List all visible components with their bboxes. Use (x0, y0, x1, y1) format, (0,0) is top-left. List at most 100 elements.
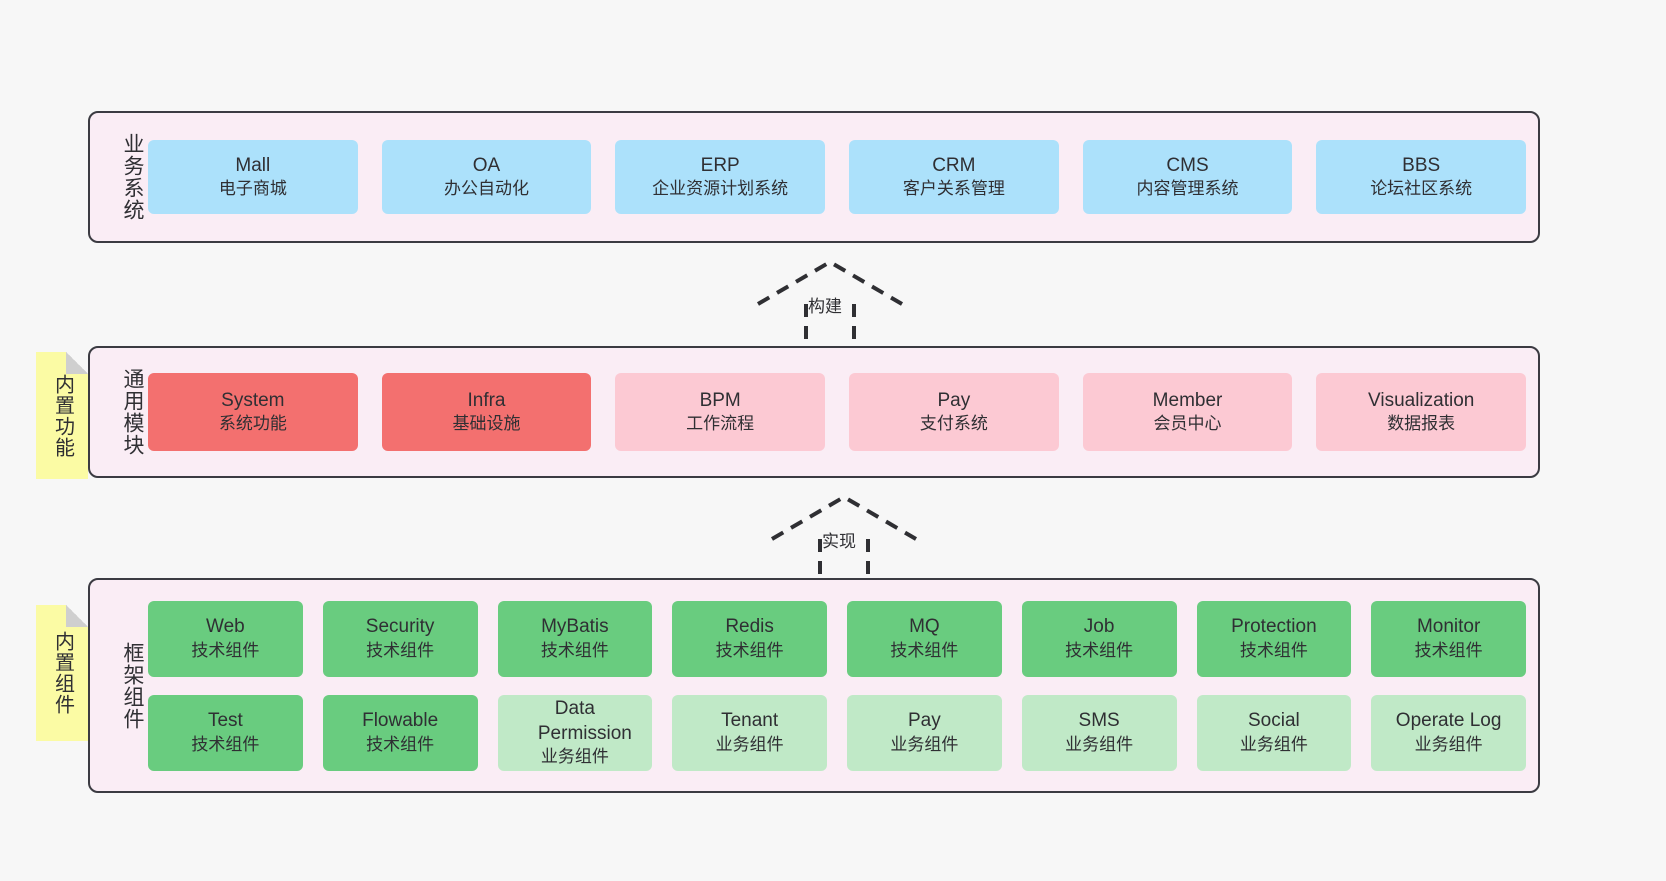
card-protection[interactable]: Protection 技术组件 (1196, 600, 1352, 677)
card-pay-component[interactable]: Pay 业务组件 (847, 694, 1002, 771)
layer-body-framework-component: Web 技术组件 Security 技术组件 MyBatis 技术组件 Redi… (144, 580, 1538, 791)
card-mall[interactable]: Mall 电子商城 (148, 140, 358, 214)
card-crm-subtitle: 客户关系管理 (902, 179, 1005, 199)
card-row-common: System 系统功能 Infra 基础设施 BPM 工作流程 Pay 支付系统… (148, 373, 1527, 451)
card-bbs-title: BBS (1402, 154, 1441, 176)
card-pay-component-title: Pay (908, 710, 941, 732)
card-operate-log-title: Operate Log (1395, 710, 1502, 732)
card-redis-subtitle: 技术组件 (715, 640, 784, 660)
card-cms-subtitle: 内容管理系统 (1136, 179, 1239, 199)
card-test-title: Test (207, 710, 243, 732)
card-redis[interactable]: Redis 技术组件 (672, 600, 827, 677)
card-member-subtitle: 会员中心 (1153, 414, 1222, 434)
card-pay-module[interactable]: Pay 支付系统 (849, 373, 1059, 451)
card-infra-title: Infra (467, 389, 506, 411)
card-bpm[interactable]: BPM 工作流程 (615, 373, 826, 451)
card-security-title: Security (365, 616, 435, 638)
card-data-permission[interactable]: Data Permission 业务组件 (497, 694, 653, 771)
card-security[interactable]: Security 技术组件 (322, 600, 478, 677)
card-tenant[interactable]: Tenant 业务组件 (672, 694, 827, 771)
card-mq[interactable]: MQ 技术组件 (847, 600, 1002, 677)
connector-implement: 实现 (764, 487, 924, 585)
card-erp-title: ERP (700, 154, 740, 176)
card-pay-module-subtitle: 支付系统 (919, 414, 988, 434)
layer-title-business-system: 业务系统 (121, 133, 144, 221)
card-mq-title: MQ (909, 616, 940, 638)
card-row-framework-tech: Web 技术组件 Security 技术组件 MyBatis 技术组件 Redi… (148, 600, 1526, 677)
card-mq-subtitle: 技术组件 (890, 640, 959, 660)
card-visualization-title: Visualization (1368, 389, 1475, 411)
card-sms-title: SMS (1078, 710, 1120, 732)
card-job-title: Job (1083, 616, 1115, 638)
card-row-framework-business: Test 技术组件 Flowable 技术组件 Data Permission … (148, 694, 1526, 771)
connector-implement-label: 实现 (822, 532, 856, 551)
card-infra[interactable]: Infra 基础设施 (381, 373, 592, 451)
card-web[interactable]: Web 技术组件 (148, 600, 303, 677)
card-sms-subtitle: 业务组件 (1065, 734, 1134, 754)
card-operate-log-subtitle: 业务组件 (1414, 734, 1483, 754)
card-visualization-subtitle: 数据报表 (1387, 414, 1456, 434)
card-tenant-title: Tenant (721, 710, 779, 732)
card-monitor[interactable]: Monitor 技术组件 (1371, 600, 1526, 677)
card-pay-module-title: Pay (937, 389, 971, 411)
layer-body-business-system: Mall 电子商城 OA 办公自动化 ERP 企业资源计划系统 CRM 客户关系… (144, 113, 1538, 241)
card-member[interactable]: Member 会员中心 (1082, 373, 1293, 451)
card-operate-log[interactable]: Operate Log 业务组件 (1371, 694, 1526, 771)
layer-framework-component[interactable]: 框架组件 Web 技术组件 Security 技术组件 MyBatis 技术组件… (88, 578, 1540, 793)
card-erp-subtitle: 企业资源计划系统 (652, 179, 789, 199)
card-job-subtitle: 技术组件 (1065, 640, 1134, 660)
card-pay-component-subtitle: 业务组件 (890, 734, 959, 754)
card-test-subtitle: 技术组件 (191, 734, 260, 754)
connector-build: 构建 (750, 252, 910, 350)
card-bbs[interactable]: BBS 论坛社区系统 (1316, 140, 1527, 214)
card-oa[interactable]: OA 办公自动化 (381, 140, 592, 214)
card-mall-title: Mall (235, 154, 271, 176)
card-sms[interactable]: SMS 业务组件 (1021, 694, 1177, 771)
card-mall-subtitle: 电子商城 (218, 179, 287, 199)
card-oa-subtitle: 办公自动化 (444, 179, 529, 199)
layer-common-module[interactable]: 通用模块 System 系统功能 Infra 基础设施 BPM 工作流程 Pay (88, 346, 1540, 478)
card-web-subtitle: 技术组件 (191, 640, 260, 660)
layer-business-system[interactable]: 业务系统 Mall 电子商城 OA 办公自动化 ERP 企业资源计划系统 CRM (88, 111, 1540, 243)
note-builtin-function: 内置功能 (36, 352, 88, 479)
layer-title-common-module: 通用模块 (121, 368, 144, 456)
note-builtin-component-label: 内置组件 (51, 631, 74, 715)
card-flowable[interactable]: Flowable 技术组件 (322, 694, 478, 771)
card-security-subtitle: 技术组件 (366, 640, 435, 660)
card-mybatis[interactable]: MyBatis 技术组件 (497, 600, 653, 677)
card-mybatis-title: MyBatis (541, 616, 609, 638)
card-crm-title: CRM (932, 154, 976, 176)
card-infra-subtitle: 基础设施 (452, 414, 521, 434)
card-member-title: Member (1152, 389, 1223, 411)
card-job[interactable]: Job 技术组件 (1021, 600, 1177, 677)
card-web-title: Web (206, 616, 245, 638)
layer-title-framework-component: 框架组件 (121, 641, 144, 730)
note-builtin-function-label: 内置功能 (51, 373, 74, 458)
card-test[interactable]: Test 技术组件 (148, 694, 303, 771)
card-data-permission-title: Data Permission (537, 698, 632, 744)
note-fold-corner-icon (66, 605, 88, 627)
card-oa-title: OA (472, 154, 501, 176)
connector-build-label: 构建 (808, 297, 842, 316)
card-bpm-subtitle: 工作流程 (686, 414, 755, 434)
layer-body-common-module: System 系统功能 Infra 基础设施 BPM 工作流程 Pay 支付系统… (144, 348, 1538, 476)
card-social-subtitle: 业务组件 (1239, 734, 1308, 754)
card-bpm-title: BPM (699, 389, 741, 411)
card-crm[interactable]: CRM 客户关系管理 (849, 140, 1059, 214)
card-redis-title: Redis (725, 616, 774, 638)
card-data-permission-subtitle: 业务组件 (540, 746, 609, 766)
card-monitor-subtitle: 技术组件 (1414, 640, 1483, 660)
card-system-title: System (221, 389, 285, 411)
card-social[interactable]: Social 业务组件 (1196, 694, 1352, 771)
note-builtin-component: 内置组件 (36, 605, 88, 741)
card-system[interactable]: System 系统功能 (148, 373, 358, 451)
card-bbs-subtitle: 论坛社区系统 (1370, 179, 1473, 199)
card-visualization[interactable]: Visualization 数据报表 (1316, 373, 1527, 451)
card-protection-subtitle: 技术组件 (1239, 640, 1308, 660)
card-tenant-subtitle: 业务组件 (715, 734, 784, 754)
card-system-subtitle: 系统功能 (218, 414, 287, 434)
card-mybatis-subtitle: 技术组件 (540, 640, 609, 660)
card-cms[interactable]: CMS 内容管理系统 (1082, 140, 1293, 214)
card-erp[interactable]: ERP 企业资源计划系统 (615, 140, 826, 214)
